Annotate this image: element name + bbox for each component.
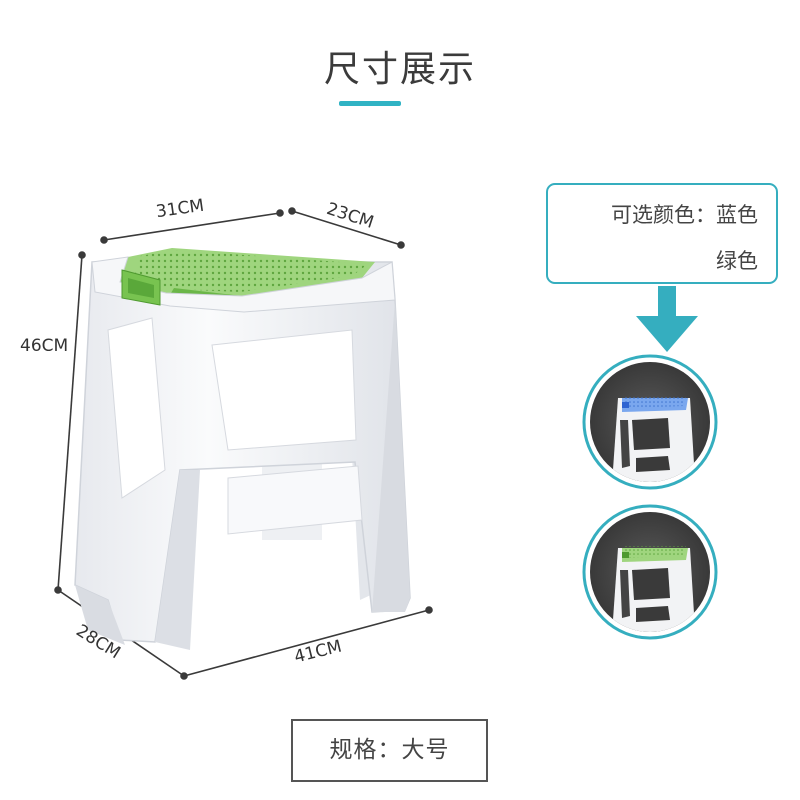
- color-options-callout: 可选颜色：蓝色 绿色: [546, 183, 778, 284]
- height-label: 46CM: [20, 336, 69, 356]
- down-arrow-icon: [636, 286, 698, 352]
- green-variant-thumbnail: [582, 504, 718, 640]
- main-stool: [74, 248, 411, 650]
- color-options-line2: 绿色: [716, 249, 758, 273]
- page-title: 尺寸展示: [323, 49, 476, 90]
- spec-label-box: 规格：大号: [291, 719, 488, 782]
- color-options-line1: 可选颜色：蓝色: [611, 203, 758, 227]
- blue-variant-thumbnail: [582, 354, 718, 490]
- title-underline: [339, 101, 401, 106]
